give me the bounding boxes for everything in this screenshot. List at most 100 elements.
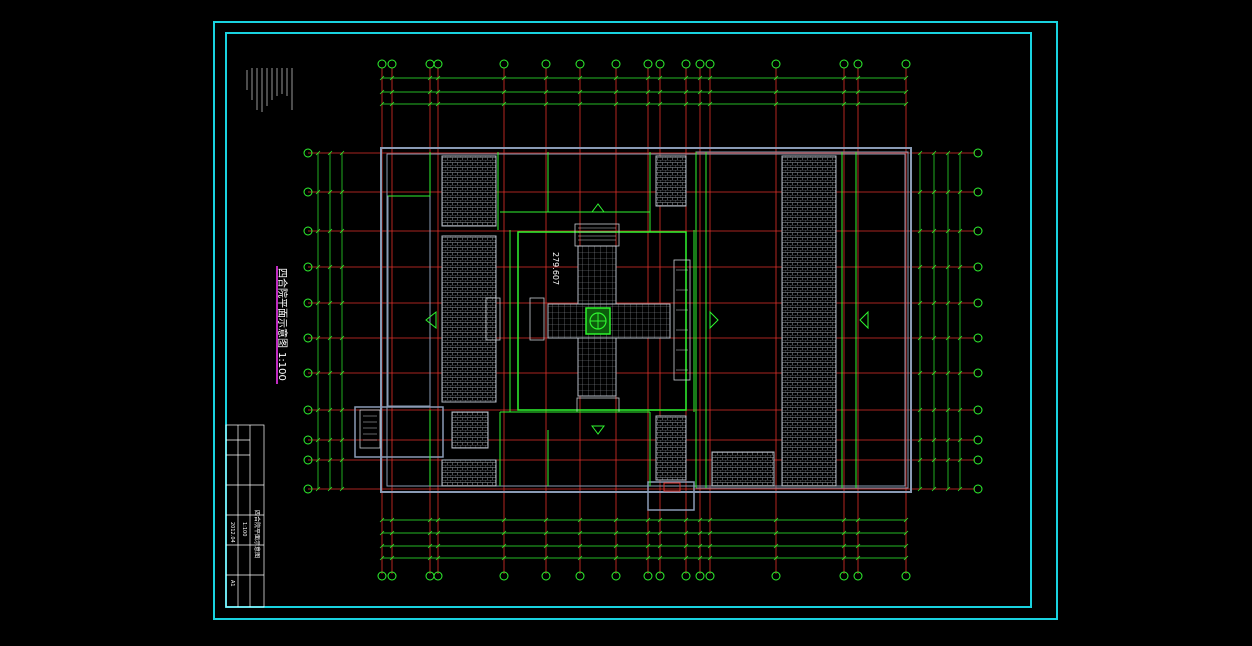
dimension-tick xyxy=(327,457,333,463)
dimension-tick xyxy=(379,517,385,523)
axis-bubble xyxy=(973,262,983,272)
dimension-tick xyxy=(613,517,619,523)
outer-wall-inner xyxy=(386,153,906,487)
axis-bubble xyxy=(705,571,715,581)
axis-bubble xyxy=(643,59,653,69)
dimension-tick xyxy=(683,555,689,561)
dimension-tick xyxy=(543,530,549,536)
dimension-tick xyxy=(645,101,651,107)
dimension-tick xyxy=(903,530,909,536)
dimension-tick xyxy=(957,228,963,234)
dimension-tick xyxy=(773,517,779,523)
dimension-tick xyxy=(645,543,651,549)
dimension-tick xyxy=(945,189,951,195)
dimension-tick xyxy=(339,335,345,341)
dimension-tick xyxy=(683,75,689,81)
dimension-tick xyxy=(577,543,583,549)
dimension-tick xyxy=(501,555,507,561)
dimension-tick xyxy=(841,517,847,523)
dimension-tick xyxy=(917,189,923,195)
drawing-scale: 1:100 xyxy=(276,352,287,381)
axis-bubble xyxy=(611,571,621,581)
axis-bubble xyxy=(853,571,863,581)
dimension-tick xyxy=(501,543,507,549)
axis-bubble xyxy=(303,455,313,465)
hatch-corner-room xyxy=(655,155,687,207)
axis-bubble xyxy=(973,484,983,494)
dimension-tick xyxy=(957,437,963,443)
dimension-tick xyxy=(945,300,951,306)
dimension-tick xyxy=(427,517,433,523)
dimension-tick xyxy=(773,89,779,95)
dimension-tick xyxy=(697,543,703,549)
dimension-tick xyxy=(957,370,963,376)
dimension-tick xyxy=(931,189,937,195)
axis-bubble xyxy=(901,571,911,581)
dimension-tick xyxy=(917,264,923,270)
hatch-south-room xyxy=(655,415,687,481)
axis-bubble xyxy=(695,59,705,69)
dimension-tick xyxy=(315,264,321,270)
dimension-tick xyxy=(315,335,321,341)
dimension-tick xyxy=(543,555,549,561)
dimension-tick xyxy=(957,486,963,492)
dimension-tick xyxy=(917,300,923,306)
axis-bubble xyxy=(771,59,781,69)
dimension-tick xyxy=(697,101,703,107)
axis-bubble xyxy=(839,59,849,69)
dimension-tick xyxy=(957,335,963,341)
dimension-tick xyxy=(501,530,507,536)
axis-bubble xyxy=(695,571,705,581)
axis-bubble xyxy=(303,148,313,158)
axis-bubble xyxy=(377,59,387,69)
dimension-tick xyxy=(697,89,703,95)
axis-bubble xyxy=(303,368,313,378)
dimension-tick xyxy=(379,101,385,107)
dimension-tick xyxy=(339,189,345,195)
dimension-tick xyxy=(945,264,951,270)
axis-bubble xyxy=(303,484,313,494)
dimension-tick xyxy=(683,101,689,107)
dimension-tick xyxy=(339,228,345,234)
axis-bubble xyxy=(575,59,585,69)
dimension-tick xyxy=(327,228,333,234)
axis-bubble xyxy=(705,59,715,69)
dimension-tick xyxy=(435,543,441,549)
axis-bubble xyxy=(655,571,665,581)
axis-bubble xyxy=(973,333,983,343)
dimension-tick xyxy=(855,543,861,549)
dimension-tick xyxy=(543,101,549,107)
stair-treads xyxy=(363,227,688,441)
title-block-sheet: A1 xyxy=(229,580,235,587)
dimension-tick xyxy=(855,517,861,523)
dimension-tick xyxy=(683,530,689,536)
title-block-scale: 1:100 xyxy=(241,522,247,536)
dimension-tick xyxy=(945,407,951,413)
dimension-tick xyxy=(697,517,703,523)
dimension-tick xyxy=(327,189,333,195)
south-entry xyxy=(647,481,695,511)
dimension-tick xyxy=(697,530,703,536)
dimension-tick xyxy=(903,89,909,95)
dimension-tick xyxy=(379,530,385,536)
dimension-tick xyxy=(773,75,779,81)
dimension-tick xyxy=(543,543,549,549)
axis-bubble xyxy=(611,59,621,69)
dimension-tick xyxy=(315,228,321,234)
dimension-tick xyxy=(945,228,951,234)
dimension-tick xyxy=(327,335,333,341)
dimension-tick xyxy=(945,457,951,463)
dimension-tick xyxy=(339,264,345,270)
axis-bubble xyxy=(973,405,983,415)
axis-bubble xyxy=(681,59,691,69)
outer-wall xyxy=(380,147,912,493)
axis-bubble xyxy=(303,333,313,343)
dimension-tick xyxy=(945,150,951,156)
dimension-tick xyxy=(389,555,395,561)
dimension-tick xyxy=(957,457,963,463)
dimension-tick xyxy=(501,101,507,107)
dimension-tick xyxy=(903,517,909,523)
dimension-tick xyxy=(917,437,923,443)
dimension-tick xyxy=(957,407,963,413)
